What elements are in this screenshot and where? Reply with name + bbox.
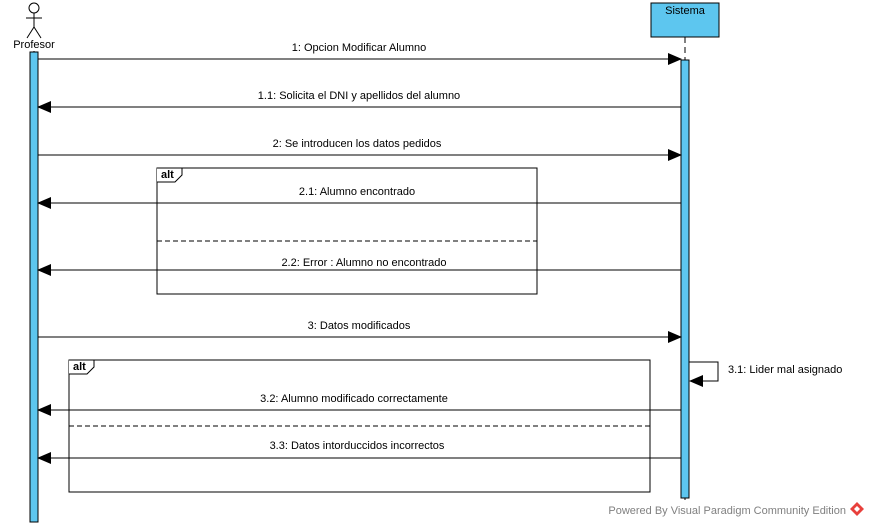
actor-name: Profesor <box>13 39 55 51</box>
fragment-frame <box>156 167 538 295</box>
alt-fragment-1: alt <box>156 167 538 295</box>
message-label: 2.1: Alumno encontrado <box>299 186 415 198</box>
alt-fragment-2: alt <box>68 359 651 493</box>
self-message-arrow <box>689 361 719 387</box>
message-label: 1.1: Solicita el DNI y apellidos del alu… <box>258 90 460 102</box>
actor-stick-figure-icon <box>26 2 42 39</box>
fragment-operator-tab <box>69 359 95 375</box>
message-2: 2: Se introducen los datos pedidos <box>38 138 682 161</box>
message-1: 1: Opcion Modificar Alumno <box>38 42 682 65</box>
visual-paradigm-logo-icon <box>850 502 864 516</box>
fragment-operator-label: alt <box>161 169 174 181</box>
message-3: 3: Datos modificados <box>38 320 682 343</box>
message-1-1: 1.1: Solicita el DNI y apellidos del alu… <box>37 90 681 113</box>
sistema-name: Sistema <box>665 5 706 17</box>
fragment-operator-tab <box>157 167 183 183</box>
message-2-1: 2.1: Alumno encontrado <box>37 186 681 209</box>
message-label: 3.2: Alumno modificado correctamente <box>260 393 448 405</box>
participant-sistema: Sistema <box>650 2 720 38</box>
message-label: 2.2: Error : Alumno no encontrado <box>281 257 446 269</box>
sistema-activation-bar <box>680 59 690 499</box>
profesor-activation-bar <box>29 51 39 523</box>
message-3-1-self: 3.1: Lider mal asignado <box>689 361 842 387</box>
watermark-text: Powered By Visual Paradigm Community Edi… <box>608 505 846 517</box>
message-label: 1: Opcion Modificar Alumno <box>292 42 427 54</box>
message-label: 3.1: Lider mal asignado <box>728 364 842 376</box>
actor-profesor: Profesor <box>13 2 55 51</box>
message-label: 3.3: Datos intorduccidos incorrectos <box>270 440 445 452</box>
fragment-operator-label: alt <box>73 361 86 373</box>
message-2-2: 2.2: Error : Alumno no encontrado <box>37 257 681 276</box>
watermark: Powered By Visual Paradigm Community Edi… <box>608 502 864 517</box>
message-label: 3: Datos modificados <box>308 320 411 332</box>
message-3-3: 3.3: Datos intorduccidos incorrectos <box>37 440 681 464</box>
message-label: 2: Se introducen los datos pedidos <box>273 138 442 150</box>
sistema-header-box <box>650 2 720 38</box>
message-3-2: 3.2: Alumno modificado correctamente <box>37 393 681 416</box>
